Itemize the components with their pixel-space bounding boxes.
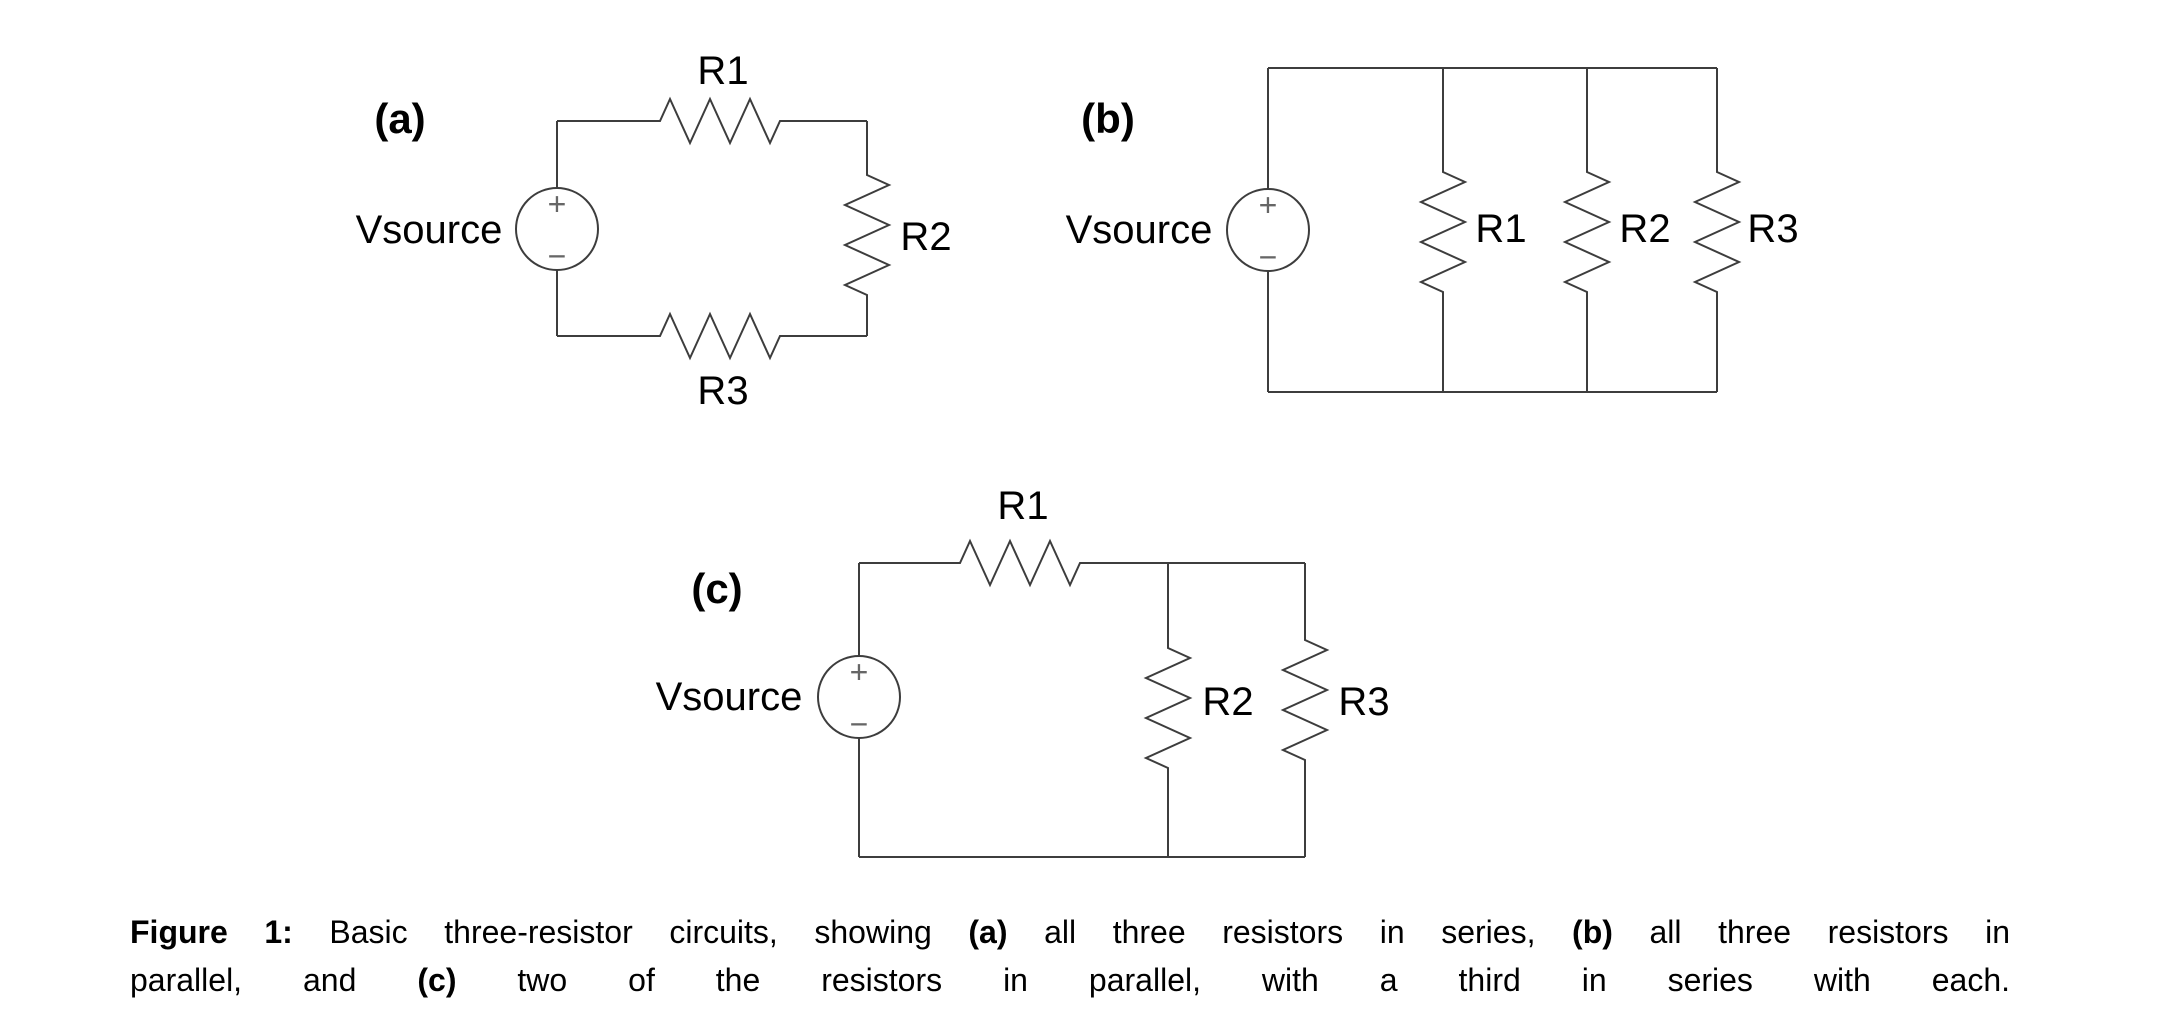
circuit-c-vsource-circle xyxy=(817,655,901,739)
caption-figure-number: Figure 1: xyxy=(130,914,293,950)
circuit-a-vsource-label: Vsource xyxy=(355,208,503,252)
circuit-c-tag: (c) xyxy=(691,565,743,612)
caption-ref-a: (a) xyxy=(968,914,1008,950)
circuit-b-r2-label: R2 xyxy=(1619,207,1671,251)
circuit-b-tag: (b) xyxy=(1081,95,1135,142)
circuit-a-schematic xyxy=(515,96,892,361)
caption-ref-b: (b) xyxy=(1572,914,1613,950)
circuit-c-vsource-label: Vsource xyxy=(655,675,803,719)
circuit-c-right-wire-with-resistor-r3 xyxy=(1280,563,1330,857)
circuit-c-branch-resistor-r2 xyxy=(1143,563,1193,857)
caption-line-1: Figure 1: Basic three-resistor circuits,… xyxy=(130,908,2010,956)
circuit-c-r2-label: R2 xyxy=(1202,680,1254,724)
circuit-a-minus-mark: − xyxy=(547,238,567,274)
caption-ref-c: (c) xyxy=(417,962,457,998)
circuit-b-vsource-label: Vsource xyxy=(1065,208,1213,252)
circuit-a-plus-mark: + xyxy=(547,186,567,222)
circuit-a-bottom-wire-with-resistor-r3 xyxy=(557,311,867,361)
circuit-a-vsource-circle xyxy=(515,187,599,271)
circuit-b-plus-mark: + xyxy=(1258,187,1278,223)
caption-text-segment: all three resistors in series, xyxy=(1007,914,1573,950)
circuit-b-branch-resistor-r1 xyxy=(1418,68,1468,392)
circuit-c-schematic xyxy=(817,538,1330,858)
circuit-b-branch-resistor-r2 xyxy=(1562,68,1612,392)
caption-text-segment: all three resistors in xyxy=(1612,914,2011,950)
caption-text-segment: parallel, and xyxy=(130,962,418,998)
circuit-a-tag: (a) xyxy=(374,95,426,142)
circuit-b-vsource-circle xyxy=(1226,188,1310,272)
circuit-b-r1-label: R1 xyxy=(1475,207,1527,251)
circuit-b-minus-mark: − xyxy=(1258,239,1278,275)
circuit-a-r3-label: R3 xyxy=(697,369,749,413)
circuit-c-plus-mark: + xyxy=(849,654,869,690)
circuit-b-schematic xyxy=(1226,67,1742,393)
caption-line-2: parallel, and (c) two of the resistors i… xyxy=(130,956,2010,1004)
circuit-a-r1-label: R1 xyxy=(697,49,749,93)
circuit-c-r3-label: R3 xyxy=(1338,680,1390,724)
circuit-a-top-wire-with-resistor-r1 xyxy=(557,96,867,146)
circuit-b-r3-label: R3 xyxy=(1747,207,1799,251)
circuit-c-minus-mark: − xyxy=(849,706,869,742)
circuit-b-branch-resistor-r3 xyxy=(1692,68,1742,392)
circuit-c-top-wire-with-resistor-r1 xyxy=(859,538,1305,588)
circuit-a-right-wire-with-resistor-r2 xyxy=(842,121,892,336)
circuit-c-r1-label: R1 xyxy=(997,484,1049,528)
figure-caption: Figure 1: Basic three-resistor circuits,… xyxy=(130,908,2010,1004)
circuit-a-r2-label: R2 xyxy=(900,215,952,259)
caption-text-segment: Basic three-resistor circuits, showing xyxy=(292,914,969,950)
caption-text-segment: two of the resistors in parallel, with a… xyxy=(456,962,2011,998)
